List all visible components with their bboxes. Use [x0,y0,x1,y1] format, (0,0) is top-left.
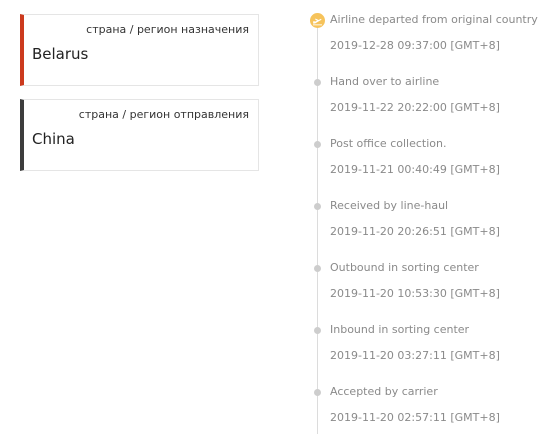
timeline-dot-icon [314,389,321,396]
origin-label: страна / регион отправления [78,108,249,121]
event-status: Hand over to airline [330,75,440,88]
event-time: 2019-11-21 00:40:49 [GMT+8] [330,163,500,176]
event-time: 2019-11-22 20:22:00 [GMT+8] [330,101,500,114]
event-status: Accepted by carrier [330,385,438,398]
tracking-timeline: Airline departed from original country 2… [305,8,554,435]
timeline-dot-icon [314,203,321,210]
destination-label: страна / регион назначения [86,23,249,36]
timeline-event: Accepted by carrier 2019-11-20 02:57:11 … [305,380,554,440]
timeline-event: Received by line-haul 2019-11-20 20:26:5… [305,194,554,254]
plane-departure-icon [310,13,325,28]
event-status: Airline departed from original country [330,13,538,26]
timeline-dot-icon [314,79,321,86]
timeline-dot-icon [314,327,321,334]
timeline-event: Outbound in sorting center 2019-11-20 10… [305,256,554,316]
timeline-event: Hand over to airline 2019-11-22 20:22:00… [305,70,554,130]
event-time: 2019-12-28 09:37:00 [GMT+8] [330,39,500,52]
origin-country-card: страна / регион отправления China [20,99,259,171]
timeline-event: Inbound in sorting center 2019-11-20 03:… [305,318,554,378]
origin-country: China [32,130,75,148]
timeline-dot-icon [314,265,321,272]
event-time: 2019-11-20 10:53:30 [GMT+8] [330,287,500,300]
event-time: 2019-11-20 03:27:11 [GMT+8] [330,349,500,362]
timeline-event: Airline departed from original country 2… [305,8,554,68]
event-time: 2019-11-20 02:57:11 [GMT+8] [330,411,500,424]
destination-country-card: страна / регион назначения Belarus [20,14,259,86]
event-status: Post office collection. [330,137,447,150]
event-status: Inbound in sorting center [330,323,470,336]
timeline-event: Post office collection. 2019-11-21 00:40… [305,132,554,192]
timeline-line [317,22,318,434]
destination-country: Belarus [32,45,89,63]
timeline-dot-icon [314,141,321,148]
event-time: 2019-11-20 20:26:51 [GMT+8] [330,225,500,238]
event-status: Received by line-haul [330,199,449,212]
event-status: Outbound in sorting center [330,261,479,274]
